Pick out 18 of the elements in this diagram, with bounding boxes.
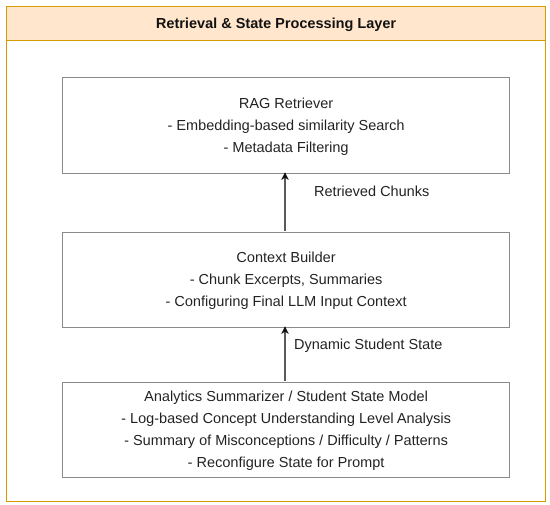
bullet-text: - Configuring Final LLM Input Context <box>166 293 406 312</box>
bullet-text: - Chunk Excerpts, Summaries <box>190 271 382 290</box>
edge-label: Dynamic Student State <box>294 337 442 353</box>
box-title: Analytics Summarizer / Student State Model <box>144 388 428 407</box>
process-box <box>62 77 510 174</box>
arrow <box>281 172 289 231</box>
process-box <box>62 382 510 478</box>
arrow <box>281 326 289 381</box>
bullet-text: - Metadata Filtering <box>224 138 348 158</box>
bullet-text: - Embedding-based similarity Search <box>168 116 404 136</box>
layer-title: Retrieval & State Processing Layer <box>156 16 396 32</box>
process-box <box>62 232 510 328</box>
box-title: Context Builder <box>236 249 336 268</box>
bullet-text: - Reconfigure State for Prompt <box>188 454 384 473</box>
layer-container <box>6 6 546 502</box>
bullet-text: - Log-based Concept Understanding Level Analysis <box>121 410 451 429</box>
bullet-text: - Summary of Misconceptions / Difficulty / Patterns <box>124 432 448 451</box>
box-title: RAG Retriever <box>238 94 334 114</box>
